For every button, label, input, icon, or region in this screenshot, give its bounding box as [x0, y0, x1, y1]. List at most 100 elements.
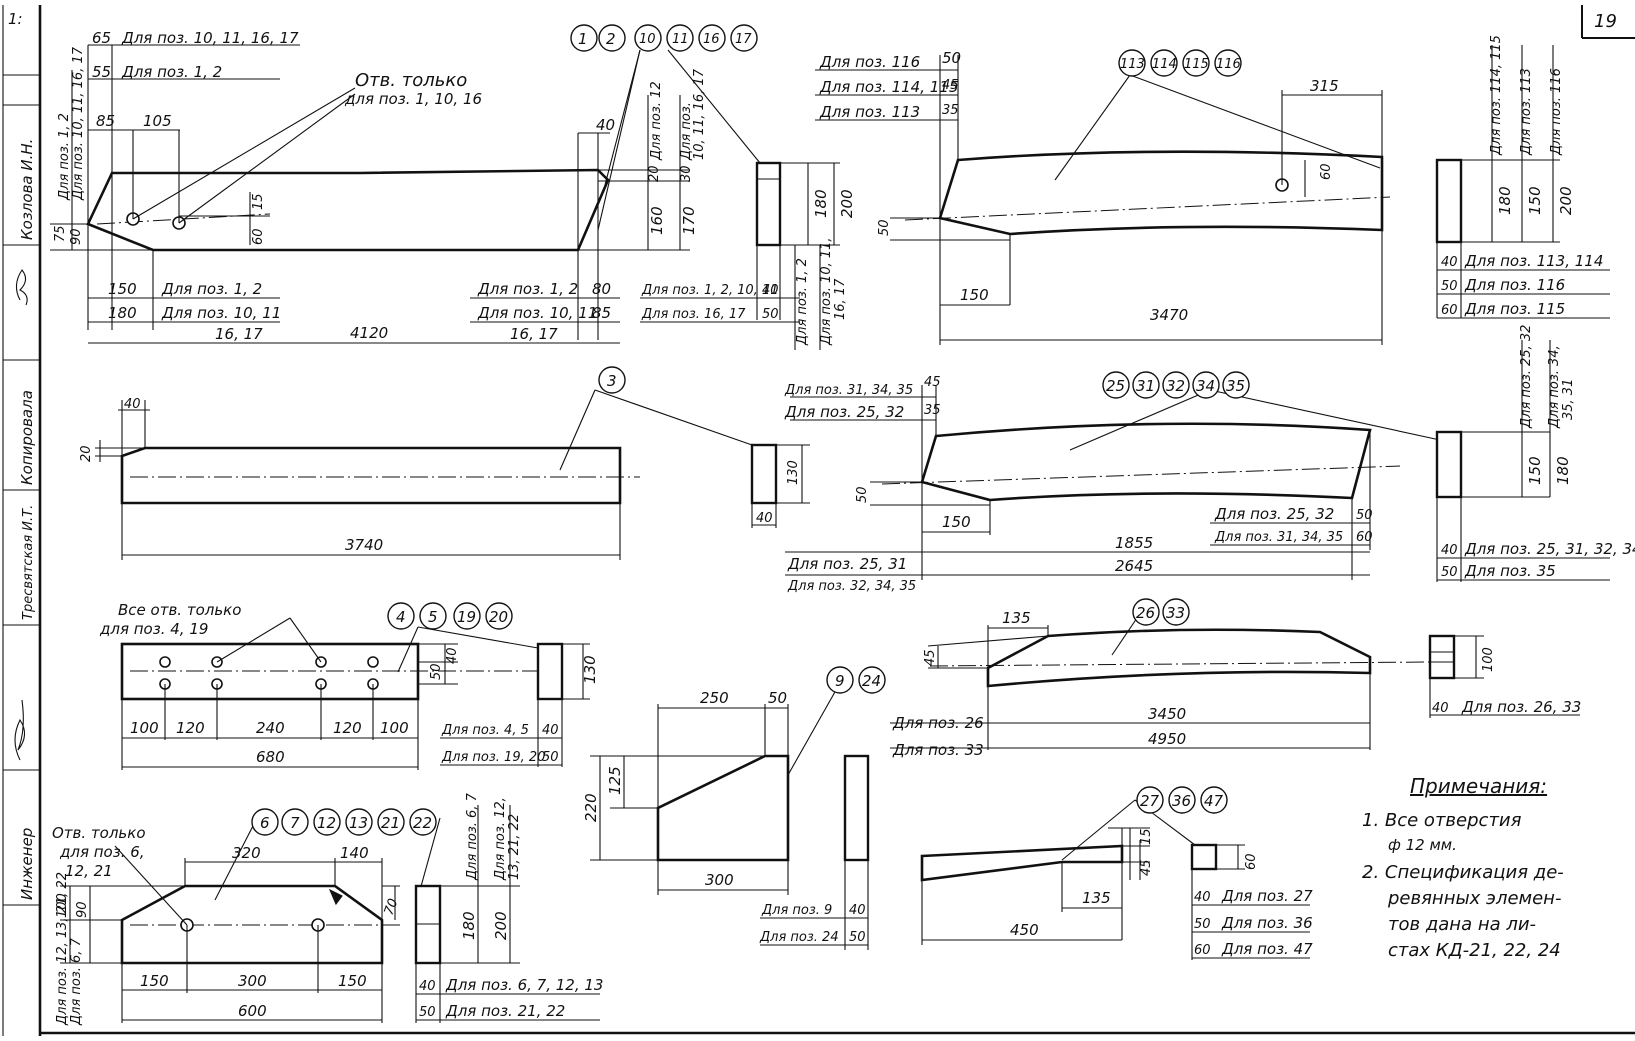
part-outline — [120, 446, 622, 505]
page-number-box — [1581, 5, 1635, 39]
dim-70: 70 — [382, 897, 402, 918]
dim-315: 315 — [1310, 77, 1339, 95]
w-label: Для поз. 35 — [1464, 562, 1556, 580]
balloon: 24 — [862, 672, 881, 690]
balloon: 4 — [396, 608, 406, 626]
detail-2-balloons: 113 114 115 116 — [1118, 49, 1242, 77]
part-outline — [656, 754, 790, 862]
dim-180-label: Для поз. 10, 11 — [161, 304, 281, 322]
w-label: Для поз. 6, 7, 12, 13 — [445, 976, 603, 994]
dim-180-label-b: 16, 17 — [215, 325, 263, 343]
b-300: 300 — [238, 972, 267, 990]
total-600: 600 — [238, 1002, 267, 1020]
balloon: 36 — [1172, 792, 1191, 810]
dim-55-label: Для поз. 1, 2 — [121, 63, 222, 81]
w-num: 50 — [1441, 565, 1458, 580]
h2-label: Для поз. 114, 115 — [819, 78, 958, 96]
section-5 — [536, 642, 564, 701]
balloon: 3 — [607, 372, 617, 390]
dim-3470: 3470 — [1150, 306, 1188, 324]
detail-6-balloons: 9 24 — [826, 666, 886, 694]
dim-85: 85 — [96, 112, 115, 130]
h3: 35 — [942, 103, 959, 118]
w-num: 40 — [1441, 543, 1458, 558]
v-right-1: Для поз. 12 — [649, 81, 664, 161]
sec-v-3: Для поз. 116 — [1549, 68, 1564, 156]
w-label: Для поз. 47 — [1221, 940, 1313, 958]
dim-170: 170 — [680, 206, 698, 235]
balloon: 116 — [1216, 57, 1241, 72]
detail-4-balloons: 25 31 32 34 35 — [1102, 371, 1250, 399]
w-label: Для поз. 116 — [1464, 276, 1565, 294]
r2-label: Для поз. 31, 34, 35 — [1214, 530, 1343, 545]
section-9 — [1190, 843, 1218, 871]
dim-4120: 4120 — [350, 324, 388, 342]
b-120a: 120 — [176, 719, 205, 737]
sec-w50-label: Для поз. 16, 17 — [641, 307, 746, 322]
sec-60: 60 — [1244, 853, 1259, 870]
part-outline — [938, 150, 1384, 236]
w-num: 50 — [419, 1005, 436, 1020]
b-150b: 150 — [338, 972, 367, 990]
sec-v-label-2: Для поз. 10, 11, — [819, 237, 834, 346]
w-num: 50 — [542, 750, 559, 765]
h3-label: Для поз. 113 — [819, 103, 920, 121]
l2-label: Для поз. 32, 34, 35 — [787, 579, 916, 594]
sec-180: 180 — [460, 911, 478, 940]
w-num: 60 — [1194, 943, 1211, 958]
dim-135: 135 — [1082, 889, 1111, 907]
dim-65-label: Для поз. 10, 11, 16, 17 — [121, 29, 299, 47]
note-1: Все отв. только — [118, 601, 241, 619]
balloon: 20 — [489, 608, 508, 626]
dim-85b: 85 — [592, 304, 611, 322]
stamp-inzhener: Инженер — [18, 828, 36, 900]
dim-220: 220 — [582, 793, 600, 822]
balloon: 17 — [735, 32, 752, 47]
dim-100: 100 — [55, 893, 70, 918]
w-label: Для поз. 115 — [1464, 300, 1565, 318]
w-num: 50 — [1441, 279, 1458, 294]
balloon: 115 — [1184, 57, 1209, 72]
sec-v-2: Для поз. 12, — [493, 797, 508, 881]
sheet-frame — [2, 5, 1635, 1036]
detail-7-balloons: 26 33 — [1132, 598, 1190, 626]
sec-200: 200 — [492, 911, 510, 940]
r-label-2: Для поз. 10, 11 — [477, 304, 597, 322]
sec-100: 100 — [1481, 647, 1496, 672]
balloon: 10 — [639, 32, 656, 47]
detail-8-balloons: 6 7 12 13 21 22 — [251, 808, 437, 836]
note-line: ревянных элемен- — [1387, 888, 1561, 909]
w-label: Для поз. 25, 31, 32, 34 — [1464, 540, 1635, 558]
detail-9-balloons: 27 36 47 — [1136, 786, 1228, 814]
notes-block: Примечания: 1. Все отверстия ф 12 мм. 2.… — [1362, 774, 1564, 961]
w-label: Для поз. 19, 20 — [441, 750, 545, 765]
detail-9 — [920, 799, 1310, 960]
balloon: 47 — [1204, 792, 1224, 810]
w-label: Для поз. 4, 5 — [441, 723, 529, 738]
balloon: 5 — [428, 608, 438, 626]
dim-300: 300 — [705, 871, 734, 889]
balloon: 9 — [835, 672, 845, 690]
w-label: Для поз. 21, 22 — [445, 1002, 565, 1020]
h2: 35 — [924, 403, 941, 418]
section-4 — [1435, 430, 1463, 499]
dim-3450: 3450 — [1148, 705, 1186, 723]
balloon: 11 — [672, 32, 689, 47]
balloon: 13 — [349, 814, 368, 832]
part-outline — [920, 422, 1372, 502]
v-label-1: Для поз. 1, 2 — [57, 113, 72, 201]
r-label-1: Для поз. 1, 2 — [477, 280, 578, 298]
w-label: Для поз. 26, 33 — [1461, 698, 1581, 716]
w-label: Для поз. 36 — [1221, 914, 1313, 932]
balloon: 27 — [1140, 792, 1160, 810]
h1: 45 — [924, 375, 941, 390]
dim-40: 40 — [124, 397, 141, 412]
w-label: Для поз. 24 — [759, 930, 839, 945]
w-num: 40 — [419, 979, 436, 994]
balloon: 32 — [1166, 377, 1185, 395]
v-label-2: Для поз. 6, 7 — [69, 937, 84, 1026]
dim-105: 105 — [143, 112, 172, 130]
note-line: стах КД-21, 22, 24 — [1388, 940, 1561, 961]
stamp-name-tresvyatskaya: Тресвятская И.Т. — [21, 505, 36, 620]
sec-v-label-1: Для поз. 1, 2 — [795, 258, 810, 346]
